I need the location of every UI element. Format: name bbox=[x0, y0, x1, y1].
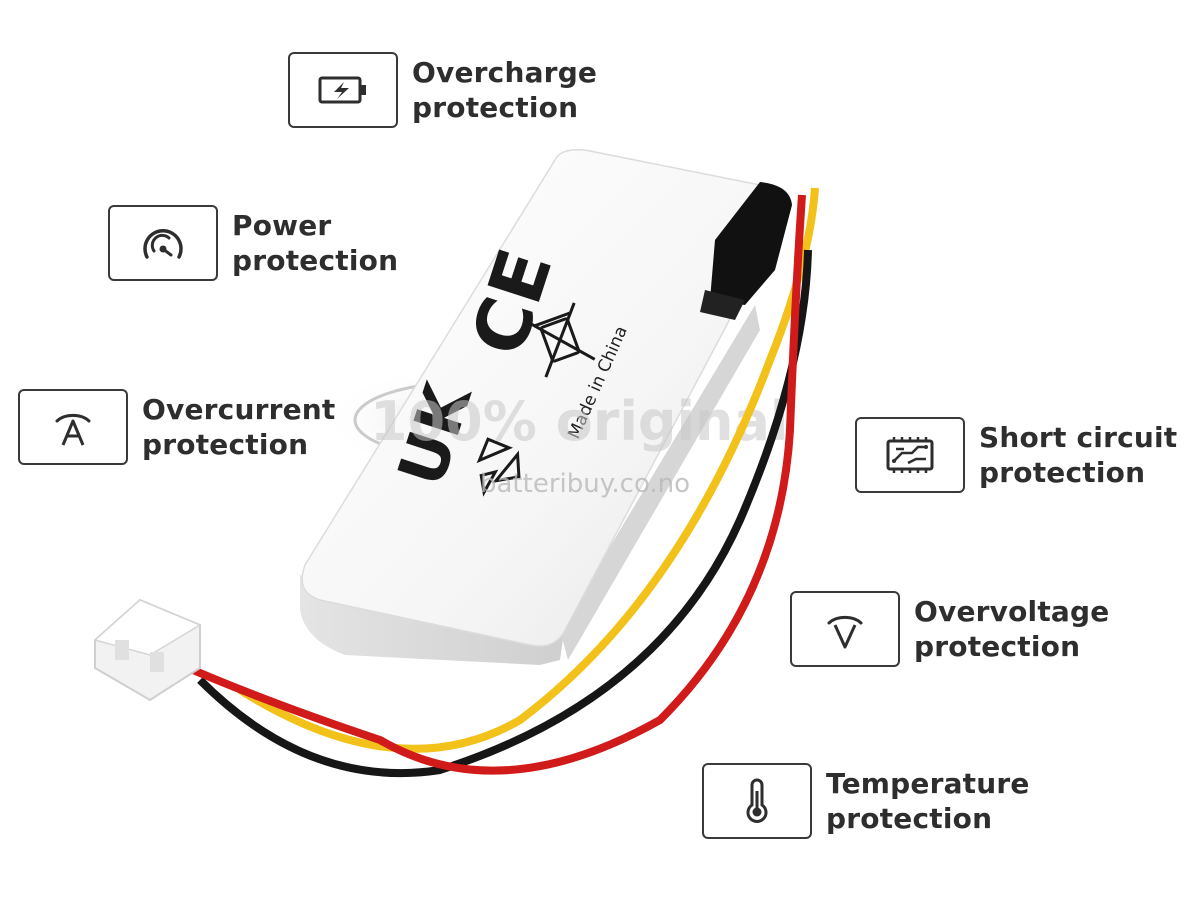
ampere-icon bbox=[55, 413, 91, 446]
thermometer-icon bbox=[746, 778, 768, 823]
voltage-icon bbox=[827, 615, 863, 649]
short-circuit-subtitle: protection bbox=[979, 456, 1146, 489]
overvoltage-subtitle: protection bbox=[914, 630, 1081, 663]
overcurrent-label: Overcurrent protection bbox=[142, 392, 336, 462]
overcharge-icon-box bbox=[288, 52, 398, 128]
feature-overvoltage: Overvoltage protection bbox=[790, 591, 1109, 667]
overcharge-title: Overcharge bbox=[412, 56, 598, 89]
pcb-cap bbox=[710, 182, 792, 305]
wire-black bbox=[197, 249, 812, 778]
overcurrent-title: Overcurrent bbox=[142, 393, 336, 426]
jst-connector bbox=[93, 598, 202, 702]
temperature-subtitle: protection bbox=[826, 802, 993, 835]
watermark-site: batteribuy.co.no bbox=[480, 469, 690, 499]
short-circuit-title: Short circuit bbox=[979, 421, 1178, 454]
battery-charge-icon bbox=[318, 76, 366, 104]
battery-face bbox=[301, 148, 775, 647]
temperature-label: Temperature protection bbox=[826, 766, 1030, 836]
overcurrent-icon-box bbox=[18, 389, 128, 465]
recycle-icon bbox=[476, 437, 521, 497]
feature-overcharge: Overcharge protection bbox=[288, 52, 597, 128]
pcb-tape bbox=[700, 290, 745, 320]
battery-side-right bbox=[560, 305, 760, 660]
overcharge-label: Overcharge protection bbox=[412, 55, 597, 125]
feature-overcurrent: Overcurrent protection bbox=[18, 389, 336, 465]
overvoltage-label: Overvoltage protection bbox=[914, 594, 1109, 664]
weee-icon bbox=[524, 302, 596, 378]
wire-red bbox=[168, 194, 806, 775]
overcurrent-subtitle: protection bbox=[142, 428, 309, 461]
watermark-original: 100% original bbox=[370, 390, 788, 453]
power-subtitle: protection bbox=[232, 244, 399, 277]
power-title: Power bbox=[232, 209, 332, 242]
feature-short-circuit: Short circuit protection bbox=[855, 417, 1177, 493]
feature-temperature: Temperature protection bbox=[702, 763, 1030, 839]
feature-power: Power protection bbox=[108, 205, 398, 281]
temperature-icon-box bbox=[702, 763, 812, 839]
power-label: Power protection bbox=[232, 208, 398, 278]
short-circuit-icon-box bbox=[855, 417, 965, 493]
overcharge-subtitle: protection bbox=[412, 91, 579, 124]
short-circuit-label: Short circuit protection bbox=[979, 420, 1177, 490]
circuit-board-icon bbox=[886, 437, 934, 473]
power-icon-box bbox=[108, 205, 218, 281]
temperature-title: Temperature bbox=[826, 767, 1030, 800]
overvoltage-icon-box bbox=[790, 591, 900, 667]
overvoltage-title: Overvoltage bbox=[914, 595, 1110, 628]
gauge-icon bbox=[143, 229, 183, 259]
